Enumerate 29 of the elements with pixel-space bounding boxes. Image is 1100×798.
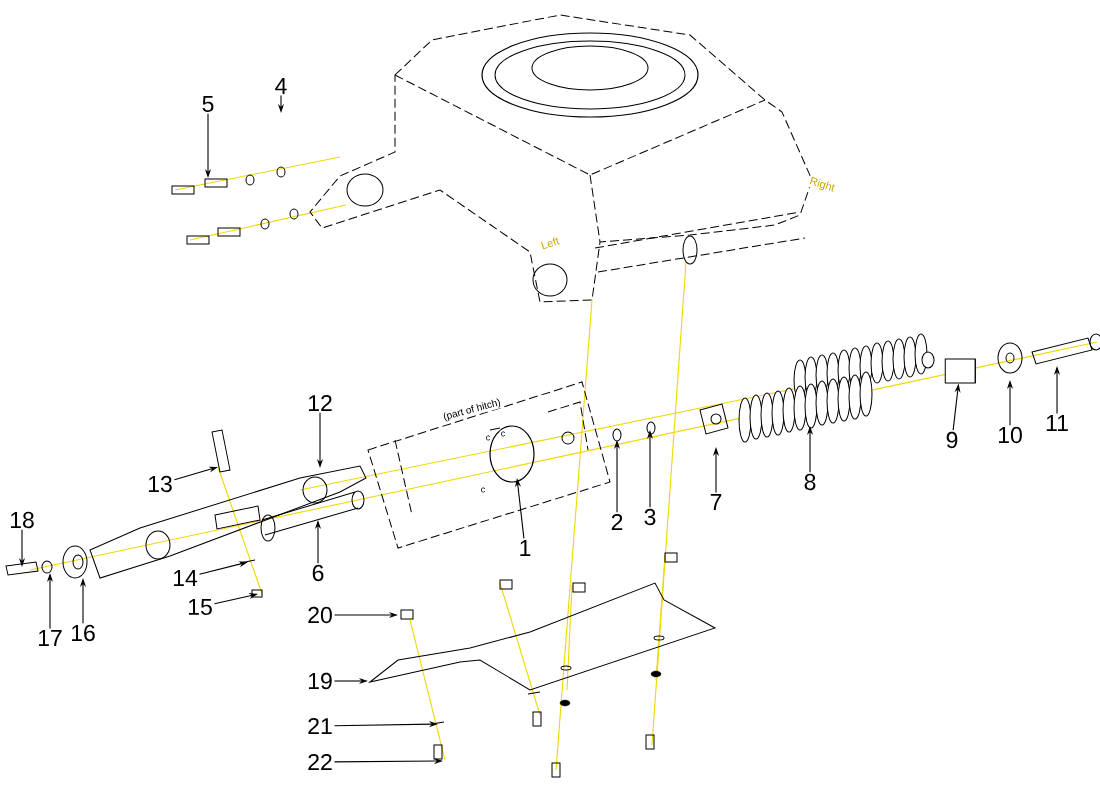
callout-number: 4 bbox=[275, 78, 287, 94]
callout-number: 16 bbox=[71, 624, 95, 642]
callout-number: 10 bbox=[999, 426, 1022, 444]
marking-letter: c bbox=[479, 486, 487, 494]
callout-number: 13 bbox=[148, 475, 172, 493]
callout-number: 5 bbox=[202, 96, 214, 112]
callout-number: 8 bbox=[804, 473, 816, 491]
marking-letter: c bbox=[484, 434, 492, 442]
callout-number: 12 bbox=[308, 394, 332, 412]
part-note: (part of hitch) bbox=[441, 396, 503, 424]
callout-number: 9 bbox=[946, 431, 958, 449]
callout-number: 15 bbox=[188, 599, 212, 616]
callout-number: 6 bbox=[312, 564, 324, 582]
side-label: Right bbox=[806, 174, 838, 196]
callout-number: 18 bbox=[10, 511, 34, 529]
callout-number: 14 bbox=[173, 570, 198, 586]
callout-number: 11 bbox=[1046, 415, 1068, 431]
callout-number: 21 bbox=[308, 718, 332, 735]
callout-number: 20 bbox=[308, 606, 332, 624]
callout-number: 2 bbox=[611, 514, 623, 531]
callout-number: 17 bbox=[38, 630, 62, 646]
side-label: Left bbox=[538, 235, 562, 251]
callout-number: 19 bbox=[308, 672, 332, 690]
spacer-drawing bbox=[944, 358, 976, 384]
callout-number: 3 bbox=[644, 508, 656, 526]
marking-letter: c bbox=[499, 430, 507, 438]
callout-number: 22 bbox=[308, 754, 332, 771]
callout-number: 7 bbox=[710, 494, 722, 510]
callout-number: 1 bbox=[520, 540, 531, 556]
